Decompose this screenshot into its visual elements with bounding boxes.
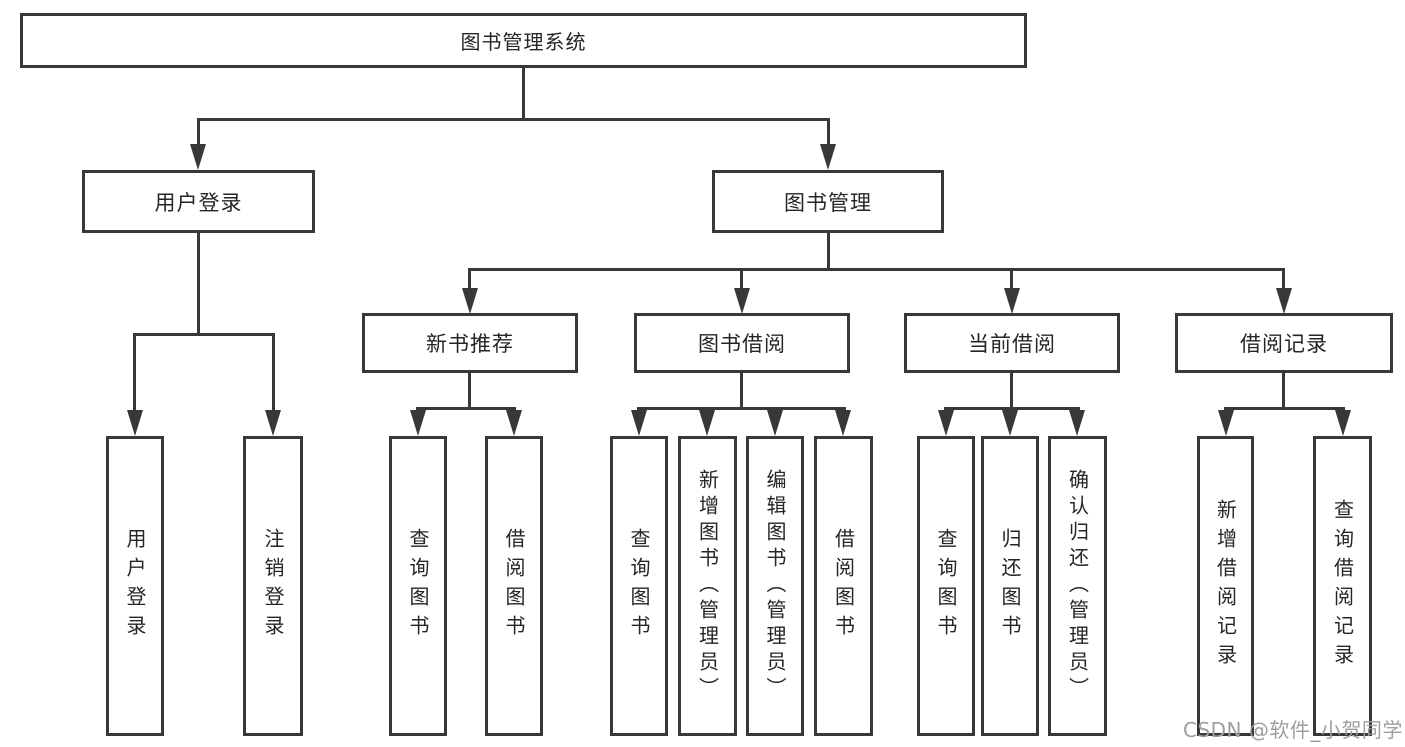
leaf-confirm-return-admin-label: 确认归还（管理员） xyxy=(1065,469,1090,703)
connector-line xyxy=(468,373,471,410)
connector-line xyxy=(1282,268,1285,290)
connector-line xyxy=(272,333,275,412)
node-borrow-records: 借阅记录 xyxy=(1175,313,1393,373)
arrowhead-down-icon xyxy=(127,410,143,436)
node-root: 图书管理系统 xyxy=(20,13,1027,68)
node-book-management: 图书管理 xyxy=(712,170,944,233)
connector-line xyxy=(133,333,136,412)
connector-line xyxy=(197,118,200,146)
arrowhead-down-icon xyxy=(1335,410,1351,436)
connector-line xyxy=(197,118,830,121)
connector-line xyxy=(637,407,846,410)
connector-line xyxy=(740,268,743,290)
leaf-return-books: 归还图书 xyxy=(981,436,1039,736)
node-user-login-label: 用户登录 xyxy=(154,190,243,215)
leaf-edit-books-admin-label: 编辑图书（管理员） xyxy=(763,469,787,703)
leaf-borrow-books-1-label: 借阅图书 xyxy=(502,528,526,644)
connector-line xyxy=(468,268,471,290)
connector-line xyxy=(468,268,1285,271)
leaf-borrow-books-1: 借阅图书 xyxy=(485,436,543,736)
watermark: CSDN @软件_小贺同学 xyxy=(1183,718,1403,742)
arrowhead-down-icon xyxy=(1002,410,1018,436)
arrowhead-down-icon xyxy=(1069,410,1085,436)
leaf-add-books-admin: 新增图书（管理员） xyxy=(678,436,737,736)
connector-line xyxy=(944,407,1080,410)
leaf-query-books-3-label: 查询图书 xyxy=(934,528,958,644)
leaf-add-books-admin-label: 新增图书（管理员） xyxy=(695,469,720,703)
leaf-user-login-label: 用户登录 xyxy=(123,528,147,644)
arrowhead-down-icon xyxy=(190,144,206,170)
connector-line xyxy=(133,333,275,336)
leaf-add-borrow-record-label: 新增借阅记录 xyxy=(1213,499,1238,673)
leaf-confirm-return-admin: 确认归还（管理员） xyxy=(1048,436,1107,736)
leaf-query-books-1-label: 查询图书 xyxy=(406,528,430,644)
connector-line xyxy=(522,68,525,120)
arrowhead-down-icon xyxy=(938,410,954,436)
arrowhead-down-icon xyxy=(506,410,522,436)
node-user-login: 用户登录 xyxy=(82,170,315,233)
connector-line xyxy=(416,407,516,410)
leaf-borrow-books-2: 借阅图书 xyxy=(814,436,873,736)
connector-line xyxy=(740,373,743,410)
leaf-logout: 注销登录 xyxy=(243,436,303,736)
leaf-add-borrow-record: 新增借阅记录 xyxy=(1197,436,1254,736)
leaf-return-books-label: 归还图书 xyxy=(998,528,1022,644)
arrowhead-down-icon xyxy=(410,410,426,436)
node-root-label: 图书管理系统 xyxy=(460,30,587,54)
connector-line xyxy=(1010,268,1013,290)
node-book-management-label: 图书管理 xyxy=(784,190,872,215)
connector-line xyxy=(1224,407,1345,410)
arrowhead-down-icon xyxy=(631,410,647,436)
arrowhead-down-icon xyxy=(462,288,478,314)
connector-line xyxy=(197,233,200,336)
arrowhead-down-icon xyxy=(734,288,750,314)
node-current-borrow-label: 当前借阅 xyxy=(968,332,1056,356)
connector-line xyxy=(1282,373,1285,410)
connector-line xyxy=(827,118,830,146)
arrowhead-down-icon xyxy=(1276,288,1292,314)
arrowhead-down-icon xyxy=(699,410,715,436)
arrowhead-down-icon xyxy=(1004,288,1020,314)
node-book-borrow-label: 图书借阅 xyxy=(698,332,786,356)
leaf-query-books-3: 查询图书 xyxy=(917,436,975,736)
node-book-borrow: 图书借阅 xyxy=(634,313,850,373)
node-new-book-recommend-label: 新书推荐 xyxy=(426,332,514,356)
connector-line xyxy=(827,233,830,271)
node-new-book-recommend: 新书推荐 xyxy=(362,313,578,373)
node-borrow-records-label: 借阅记录 xyxy=(1240,332,1328,356)
arrowhead-down-icon xyxy=(1218,410,1234,436)
arrowhead-down-icon xyxy=(835,410,851,436)
arrowhead-down-icon xyxy=(820,144,836,170)
leaf-logout-label: 注销登录 xyxy=(261,528,285,644)
arrowhead-down-icon xyxy=(265,410,281,436)
arrowhead-down-icon xyxy=(767,410,783,436)
leaf-query-borrow-record-label: 查询借阅记录 xyxy=(1330,499,1355,673)
connector-line xyxy=(1010,373,1013,410)
leaf-query-books-1: 查询图书 xyxy=(389,436,447,736)
leaf-user-login: 用户登录 xyxy=(106,436,164,736)
node-current-borrow: 当前借阅 xyxy=(904,313,1120,373)
leaf-query-books-2: 查询图书 xyxy=(610,436,668,736)
leaf-query-borrow-record: 查询借阅记录 xyxy=(1313,436,1372,736)
leaf-query-books-2-label: 查询图书 xyxy=(627,528,651,644)
leaf-edit-books-admin: 编辑图书（管理员） xyxy=(746,436,804,736)
leaf-borrow-books-2-label: 借阅图书 xyxy=(831,528,856,644)
